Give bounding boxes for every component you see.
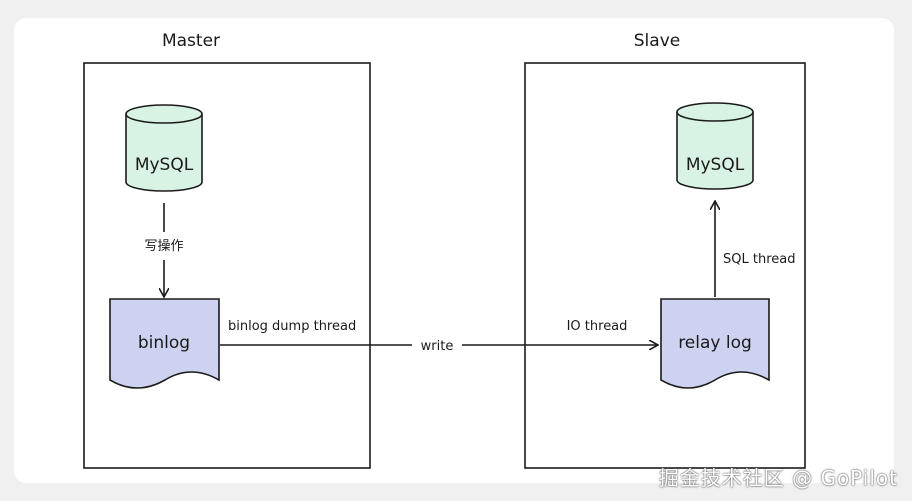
slave-mysql-database-icon: MySQL — [676, 102, 754, 190]
master-title: Master — [162, 31, 220, 51]
card-background — [14, 18, 894, 483]
watermark: 掘金技术社区 @ GoPilot — [658, 466, 898, 490]
write-op-label: 写操作 — [144, 238, 183, 254]
master-mysql-database-icon: MySQL — [125, 104, 203, 192]
write-label: write — [421, 339, 454, 354]
slave-panel — [524, 62, 806, 469]
slave-mysql-label: MySQL — [686, 155, 745, 175]
master-panel — [83, 62, 371, 469]
binlog-document-icon: binlog — [109, 298, 220, 389]
sql-thread-label: SQL thread — [723, 252, 795, 267]
io-thread-label: IO thread — [567, 319, 628, 334]
binlog-dump-thread-label: binlog dump thread — [228, 319, 356, 334]
relay-log-document-icon: relay log — [660, 298, 770, 389]
master-mysql-label: MySQL — [135, 155, 194, 175]
slave-title: Slave — [634, 31, 680, 51]
binlog-label: binlog — [138, 333, 190, 353]
relay-log-label: relay log — [678, 333, 752, 353]
